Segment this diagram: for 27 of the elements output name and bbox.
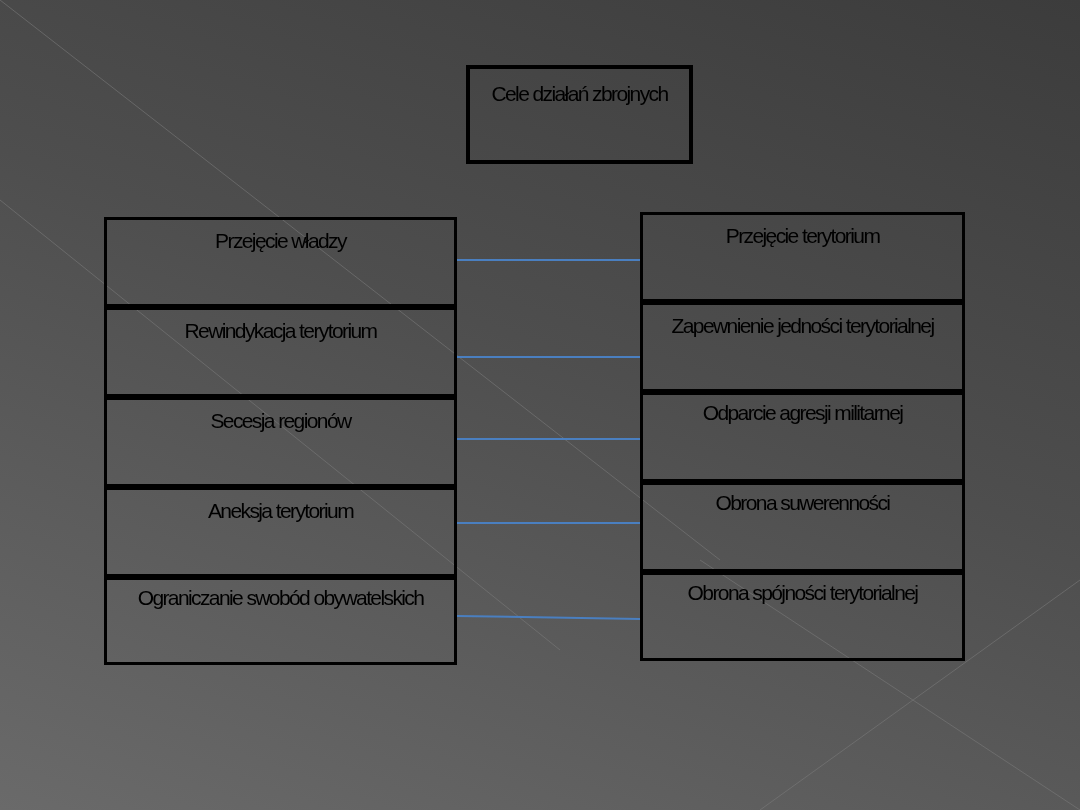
box-label: Obrona spójności terytorialnej [687, 580, 918, 606]
connector-line [456, 259, 641, 261]
connector-line [456, 522, 641, 524]
goal-box [104, 397, 457, 487]
box-label: Ograniczanie swobód obywatelskich [137, 585, 424, 611]
box-label: Aneksja terytorium [207, 498, 354, 524]
box-label: Przejęcie władzy [215, 228, 346, 254]
connector-line [456, 356, 641, 358]
box-label: Cele działań zbrojnych [491, 81, 668, 107]
goal-box [640, 212, 965, 302]
box-label: Obrona suwerenności [715, 490, 890, 516]
goal-box [640, 482, 965, 572]
connector-line [456, 615, 641, 620]
box-label: Rewindykacja terytorium [184, 318, 377, 344]
goal-box [104, 577, 457, 665]
connector-line [456, 438, 641, 440]
box-label: Przejęcie terytorium [725, 223, 880, 249]
goal-box [104, 307, 457, 397]
box-label: Odparcie agresji militarnej [702, 400, 903, 426]
goal-box [640, 572, 965, 661]
title-box [466, 65, 693, 164]
goal-box [104, 487, 457, 577]
box-label: Secesja regionów [210, 408, 351, 434]
goal-box [104, 217, 457, 307]
box-label: Zapewnienie jedności terytorialnej [671, 313, 934, 339]
goal-box [640, 392, 965, 482]
goal-box [640, 302, 965, 392]
